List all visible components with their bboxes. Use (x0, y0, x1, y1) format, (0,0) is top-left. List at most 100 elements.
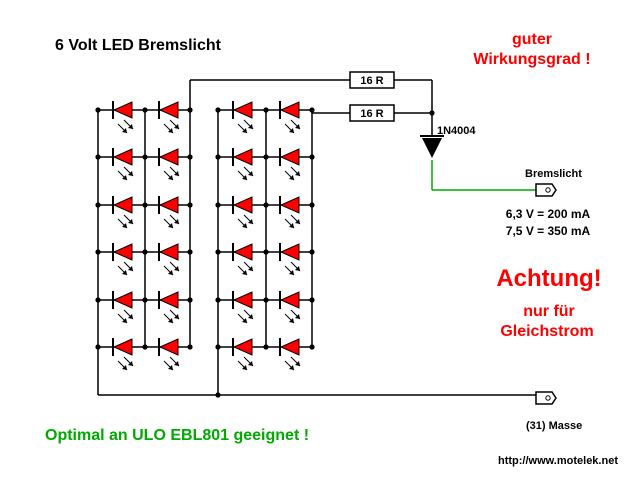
arrow-head (168, 175, 173, 180)
led-body (279, 148, 300, 166)
junction-dot (187, 107, 193, 113)
junction-dot (95, 202, 101, 208)
ground-terminal-label: (31) Masse (526, 420, 582, 432)
led-body (112, 148, 133, 166)
led (158, 196, 180, 229)
components (349, 71, 557, 405)
arrow-head (174, 219, 179, 224)
led-body (232, 291, 253, 309)
led-body (279, 101, 300, 119)
junction-dot (263, 202, 269, 208)
arrow-head (168, 128, 173, 133)
resistor-bottom-label: 16 R (360, 108, 383, 120)
junction-dot (309, 107, 315, 113)
led (232, 101, 254, 134)
arrow-head (122, 128, 127, 133)
led (112, 291, 134, 324)
arrow-head (174, 124, 179, 129)
led (112, 243, 134, 276)
led (158, 338, 180, 371)
arrow-head (295, 266, 300, 271)
junction-dot (187, 344, 193, 350)
arrow-head (174, 314, 179, 319)
led-body (112, 243, 133, 261)
arrow-head (242, 365, 247, 370)
led-body (279, 243, 300, 261)
led-body (279, 196, 300, 214)
junction-dot (309, 202, 315, 208)
website-url: http://www.motelek.net (498, 455, 618, 467)
junction-dots (95, 107, 435, 398)
page-title: 6 Volt LED Bremslicht (55, 37, 222, 54)
arrow-head (128, 124, 133, 129)
arrow-head (242, 175, 247, 180)
led (232, 338, 254, 371)
arrow-head (242, 318, 247, 323)
arrow-head (242, 128, 247, 133)
terminal-hole (545, 395, 551, 401)
arrow-head (122, 223, 127, 228)
arrow-head (122, 318, 127, 323)
junction-dot (309, 249, 315, 255)
footer-note: Optimal an ULO EBL801 geeignet ! (45, 427, 309, 444)
junction-dot (95, 154, 101, 160)
led-body (112, 291, 133, 309)
led-body (112, 101, 133, 119)
terminal-brake-light (535, 183, 557, 197)
arrow-head (295, 361, 300, 366)
led-body (112, 196, 133, 214)
arrow-head (168, 365, 173, 370)
arrow-head (289, 175, 294, 180)
arrow-head (248, 219, 253, 224)
arrow-head (128, 361, 133, 366)
led (279, 338, 301, 371)
led (158, 148, 180, 181)
led-body (158, 338, 179, 356)
junction-dot (187, 297, 193, 303)
resistor-top-label: 16 R (360, 75, 383, 87)
junction-dot (215, 297, 221, 303)
led-body (158, 196, 179, 214)
led-body (232, 338, 253, 356)
led (232, 291, 254, 324)
resistor-bottom (349, 104, 395, 122)
junction-dot (309, 344, 315, 350)
arrow-head (128, 266, 133, 271)
arrow-head (168, 318, 173, 323)
arrow-head (128, 219, 133, 224)
arrow-head (174, 361, 179, 366)
led-body (232, 101, 253, 119)
junction-dot (95, 249, 101, 255)
junction-dot (142, 154, 148, 160)
note-efficiency-line2: Wirkungsgrad ! (473, 51, 590, 68)
led (112, 196, 134, 229)
junction-dot (215, 249, 221, 255)
led (112, 148, 134, 181)
led-body (112, 338, 133, 356)
diode-label: 1N4004 (437, 125, 476, 137)
led-body (158, 148, 179, 166)
arrow-head (248, 171, 253, 176)
led (158, 101, 180, 134)
led (158, 243, 180, 276)
led-body (158, 101, 179, 119)
arrow-head (295, 171, 300, 176)
arrow-head (128, 171, 133, 176)
warning-sub-line1: nur für (523, 303, 575, 320)
arrow-head (122, 270, 127, 275)
arrow-head (168, 270, 173, 275)
junction-dot (309, 154, 315, 160)
led (279, 148, 301, 181)
led-body (279, 291, 300, 309)
led-body (232, 196, 253, 214)
led-body (158, 291, 179, 309)
junction-dot (263, 249, 269, 255)
arrow-head (295, 124, 300, 129)
led (112, 101, 134, 134)
led-matrix (112, 101, 301, 371)
arrow-head (289, 318, 294, 323)
arrow-head (248, 266, 253, 271)
junction-dot (95, 297, 101, 303)
